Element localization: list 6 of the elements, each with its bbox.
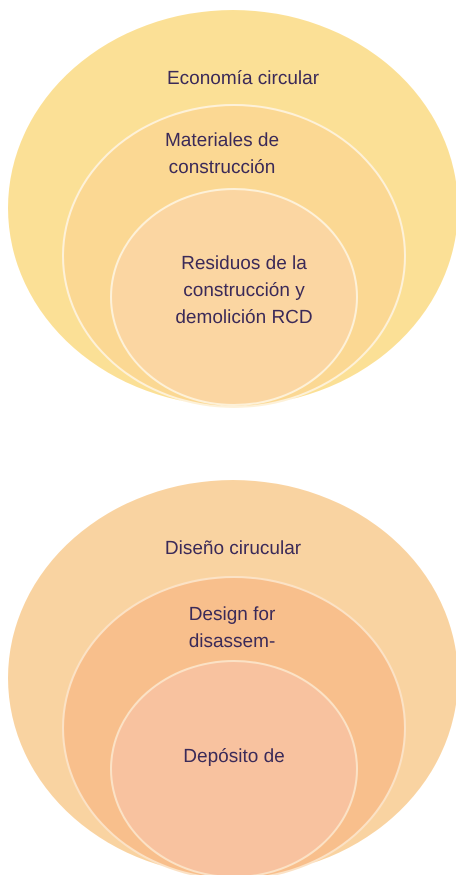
region-label: Diseño cirucular — [164, 537, 302, 561]
region-label: Economía circular — [166, 67, 320, 91]
region-label: Design for disassem- — [188, 603, 276, 654]
region-label: Residuos de la construcción y demolición RCD — [174, 252, 314, 330]
region-label: Depósito de — [183, 745, 285, 769]
region-label: Materiales de construcción — [164, 129, 280, 180]
